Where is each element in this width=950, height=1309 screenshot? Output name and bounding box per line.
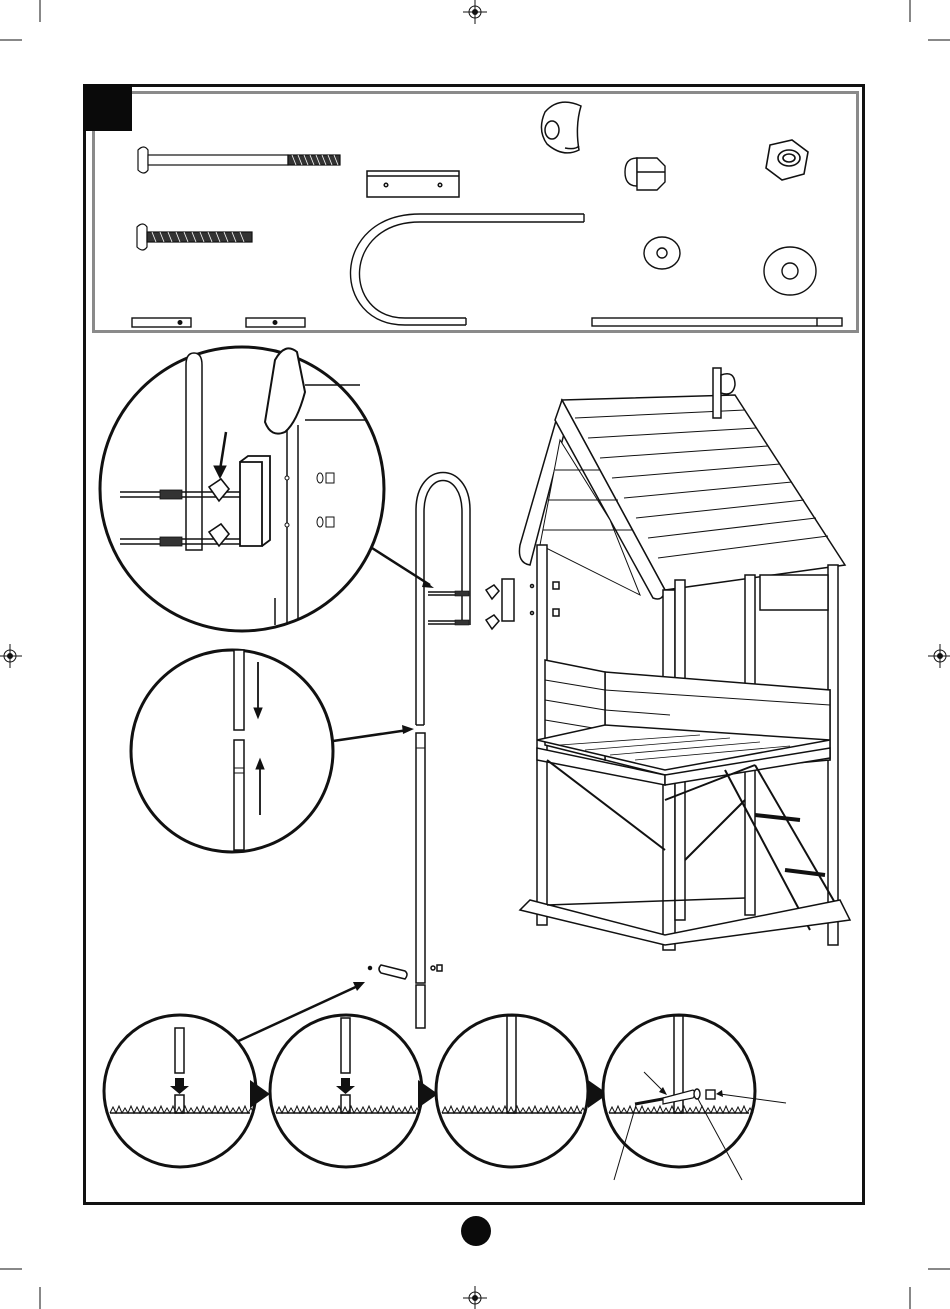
ground-step-1	[104, 1015, 256, 1167]
ground-step-3	[436, 1015, 588, 1167]
tube-joint-detail	[131, 650, 333, 852]
ground-sequence	[104, 1015, 786, 1180]
callout-line-top	[372, 548, 430, 585]
ground-step-4	[603, 1015, 786, 1180]
ground-step-2	[270, 1015, 422, 1167]
callout-line-middle	[333, 730, 408, 741]
handle-mount-detail	[100, 347, 384, 631]
playhouse-tower	[519, 368, 850, 950]
